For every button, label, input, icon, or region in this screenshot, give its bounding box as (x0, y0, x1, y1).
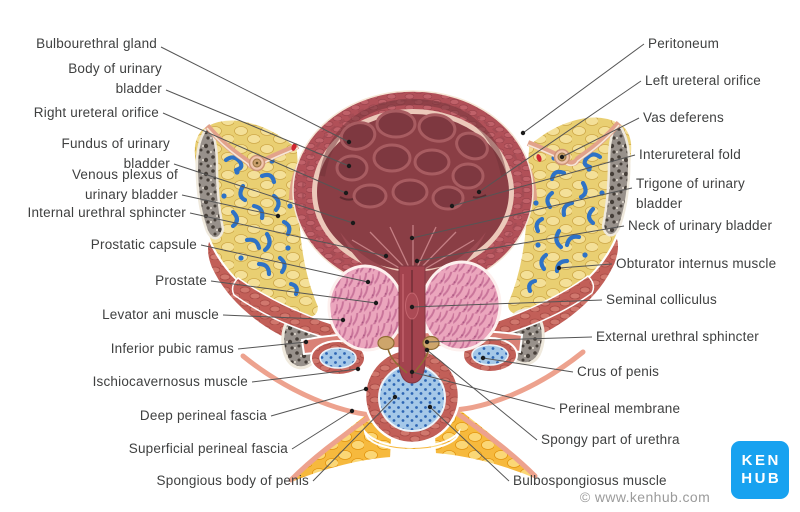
label-dot-inferior-pubic-ramus (303, 339, 309, 345)
label-dot-spongy-part-of-urethra (424, 347, 430, 353)
bulbospongiosus-and-spongious-body (363, 347, 461, 445)
leader-line-prostatic-capsule (200, 244, 369, 283)
leader-line-spongy-part-of-urethra (426, 349, 538, 441)
left-ureteral-orifice-slit (472, 194, 487, 199)
label-dot-crus-of-penis (480, 355, 486, 361)
label-dot-levator-ani-muscle (340, 317, 346, 323)
label-dot-bulbourethral-gland (346, 139, 352, 145)
leader-line-bulbospongiosus-muscle (429, 406, 510, 482)
label-dot-bulbospongiosus-muscle (427, 404, 433, 410)
crus-of-penis-left (310, 340, 366, 376)
leader-line-ischiocavernosus-muscle (251, 368, 359, 383)
bladder-rugae (335, 109, 489, 211)
superficial-fascia-lines (240, 349, 586, 483)
label-dot-perineal-membrane (409, 369, 415, 375)
right-ureteral-orifice-slit (339, 196, 354, 201)
leader-line-peritoneum (522, 43, 645, 134)
leader-line-crus-of-penis (482, 357, 574, 373)
label-dot-interureteral-fold (449, 203, 455, 209)
label-dot-obturator-internus-muscle (556, 265, 562, 271)
leader-line-venous-plexus-of-urinary-bladder (181, 194, 279, 217)
label-dot-prostate (373, 300, 379, 306)
levator-ani-left (231, 277, 358, 346)
label-dot-left-ureteral-orifice (476, 189, 482, 195)
label-dot-peritoneum (520, 130, 526, 136)
leader-line-inferior-pubic-ramus (237, 341, 307, 350)
label-dot-internal-urethral-sphincter (383, 253, 389, 259)
leader-line-perineal-membrane (411, 371, 556, 410)
leader-line-fundus-of-urinary-bladder (173, 163, 354, 224)
label-dot-neck-of-urinary-bladder (414, 258, 420, 264)
label-dot-vas-deferens (559, 154, 565, 160)
label-dot-external-urethral-sphincter (424, 339, 430, 345)
label-dot-superficial-perineal-fascia (349, 408, 355, 414)
label-dot-ischiocavernosus-muscle (355, 366, 361, 372)
vas-deferens-left-section (248, 154, 266, 172)
venous-plexus-left (223, 155, 299, 297)
leader-line-prostate (210, 280, 377, 304)
label-dot-body-of-urinary-bladder (346, 163, 352, 169)
kenhub-logo-line1: KEN (741, 452, 781, 469)
kenhub-logo-line2: HUB (741, 470, 782, 487)
leader-line-right-ureteral-orifice (162, 112, 347, 194)
leader-line-superficial-perineal-fascia (291, 410, 353, 450)
leader-line-spongious-body-of-penis (312, 396, 396, 482)
label-dot-seminal-colliculus (409, 304, 415, 310)
label-dot-venous-plexus-of-urinary-bladder (275, 213, 281, 219)
leader-line-body-of-urinary-bladder (165, 89, 350, 167)
leader-line-internal-urethral-sphincter (189, 212, 387, 257)
label-dot-right-ureteral-orifice (343, 190, 349, 196)
label-dot-prostatic-capsule (365, 279, 371, 285)
label-dot-trigone-of-urinary-bladder (409, 235, 415, 241)
label-dot-fundus-of-urinary-bladder (350, 220, 356, 226)
bulbourethral-glands (377, 335, 440, 374)
leader-line-seminal-colliculus (411, 299, 603, 308)
label-dot-spongious-body-of-penis (392, 394, 398, 400)
leader-line-deep-perineal-fascia (270, 388, 367, 417)
venous-plexus-right (527, 152, 603, 294)
leader-line-vas-deferens (561, 117, 640, 158)
leader-line-left-ureteral-orifice (478, 80, 642, 193)
urethra (398, 265, 426, 384)
leader-line-neck-of-urinary-bladder (416, 225, 625, 262)
leader-line-obturator-internus-muscle (558, 263, 613, 269)
leader-line-levator-ani-muscle (222, 314, 344, 321)
leader-line-external-urethral-sphincter (426, 336, 593, 343)
leader-line-bulbourethral-gland (160, 46, 350, 143)
label-dot-deep-perineal-fascia (363, 386, 369, 392)
copyright-text: © www.kenhub.com (579, 489, 711, 505)
kenhub-logo: KEN HUB (731, 441, 789, 499)
leader-line-trigone-of-urinary-bladder (411, 187, 633, 239)
leader-line-interureteral-fold (451, 154, 636, 207)
